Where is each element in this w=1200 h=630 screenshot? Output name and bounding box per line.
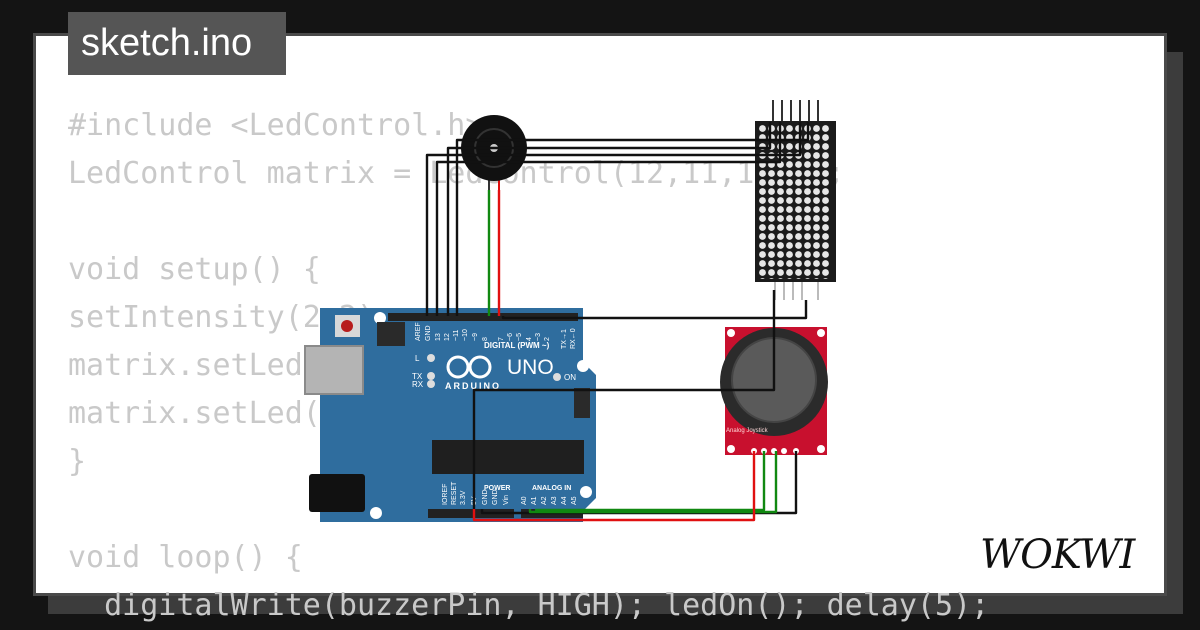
uno-model-label: UNO xyxy=(507,356,554,379)
led-tx-label: TX xyxy=(412,372,423,381)
led-l xyxy=(427,354,435,362)
digital-pin-label: 7 xyxy=(498,337,505,341)
digital-pin-label: GND xyxy=(425,325,432,341)
code-line: digitalWrite(buzzerPin, HIGH); ledOn(); … xyxy=(68,588,990,623)
wire-black xyxy=(446,122,772,316)
digital-pin-label: ~5 xyxy=(516,333,523,341)
analog-pin-label: A5 xyxy=(571,496,578,505)
digital-pin-label: 2 xyxy=(544,337,551,341)
analog-pin-label: A1 xyxy=(531,496,538,505)
analog-pin-label: A3 xyxy=(551,496,558,505)
code-line: void loop() { xyxy=(68,540,303,575)
usb-connector xyxy=(304,345,364,395)
digital-pin-label: 4 xyxy=(526,337,533,341)
power-pin-label: RESET xyxy=(451,481,458,505)
digital-pin-label: ~10 xyxy=(462,329,469,341)
arduino-uno-board[interactable]: AREF GND 13 12 ~11 ~10 ~9 8 7 ~6 ~5 4 ~3… xyxy=(304,308,596,522)
power-pin-label: Vin xyxy=(503,495,510,505)
power-pin-label: IOREF xyxy=(442,484,449,505)
arduino-brand-label: ARDUINO xyxy=(445,381,501,391)
led-l-label: L xyxy=(415,354,420,363)
buzzer[interactable] xyxy=(461,115,527,190)
digital-pin-label: AREF xyxy=(415,322,422,341)
power-header xyxy=(428,509,514,518)
digital-pin-label: 12 xyxy=(444,333,451,341)
on-label: ON xyxy=(564,373,576,382)
joystick-label: Analog Joystick xyxy=(726,428,769,434)
digital-header xyxy=(388,313,578,321)
preview-card: #include <LedControl.h>LedControl matrix… xyxy=(33,33,1167,623)
wire-black xyxy=(472,290,776,509)
analog-label: ANALOG IN xyxy=(532,485,571,492)
wokwi-logo: WOKWI xyxy=(980,532,1137,578)
wire-red xyxy=(472,451,756,522)
power-pin-label: GND xyxy=(492,489,499,505)
digital-pin-label: TX→1 xyxy=(561,329,568,349)
wire-black xyxy=(501,300,808,320)
digital-pin-label: ~3 xyxy=(535,333,542,341)
power-label: POWER xyxy=(484,485,510,492)
digital-header-label: DIGITAL (PWM ~) xyxy=(484,341,550,350)
wires xyxy=(425,122,810,522)
wire-green xyxy=(535,451,766,512)
filename-tab[interactable]: sketch.ino xyxy=(68,12,286,75)
code-line: #include <LedControl.h> xyxy=(68,108,484,143)
analog-pin-label: A2 xyxy=(541,496,548,505)
analog-pin-label: A4 xyxy=(561,496,568,505)
digital-pin-label: RX←0 xyxy=(570,328,577,349)
matrix-bottom-pins xyxy=(774,282,819,300)
wokwi-logo-text: WOKWI xyxy=(980,532,1136,578)
matrix-leds xyxy=(758,124,830,279)
led-rx xyxy=(427,380,435,388)
digital-pin-label: ~6 xyxy=(507,333,514,341)
digital-pin-label: ~11 xyxy=(453,330,460,341)
code-line: matrix.setLed( xyxy=(68,348,321,383)
code-line: matrix.setLed( xyxy=(68,396,321,431)
code-line: } xyxy=(68,444,87,479)
wire-black xyxy=(425,122,802,316)
wire-black xyxy=(435,122,782,316)
led-rx-label: RX xyxy=(412,380,424,389)
led-on xyxy=(553,373,561,381)
digital-pin-label: 8 xyxy=(482,337,489,341)
microcontroller-chip xyxy=(432,440,584,474)
power-jack xyxy=(309,474,365,512)
code-line: void setup() { xyxy=(68,252,321,287)
digital-pin-label: ~9 xyxy=(472,333,479,341)
power-pin-label: GND xyxy=(482,489,489,505)
wire-black xyxy=(455,122,810,316)
matrix-top-pins xyxy=(772,100,819,124)
digital-pin-label: 13 xyxy=(435,333,442,341)
analog-pin-label: A0 xyxy=(521,496,528,505)
led-tx xyxy=(427,372,435,380)
led-matrix[interactable] xyxy=(755,100,836,300)
wire-green xyxy=(528,451,778,514)
infinity-logo-icon xyxy=(446,355,492,379)
power-pin-label: 3.3V xyxy=(460,490,467,505)
